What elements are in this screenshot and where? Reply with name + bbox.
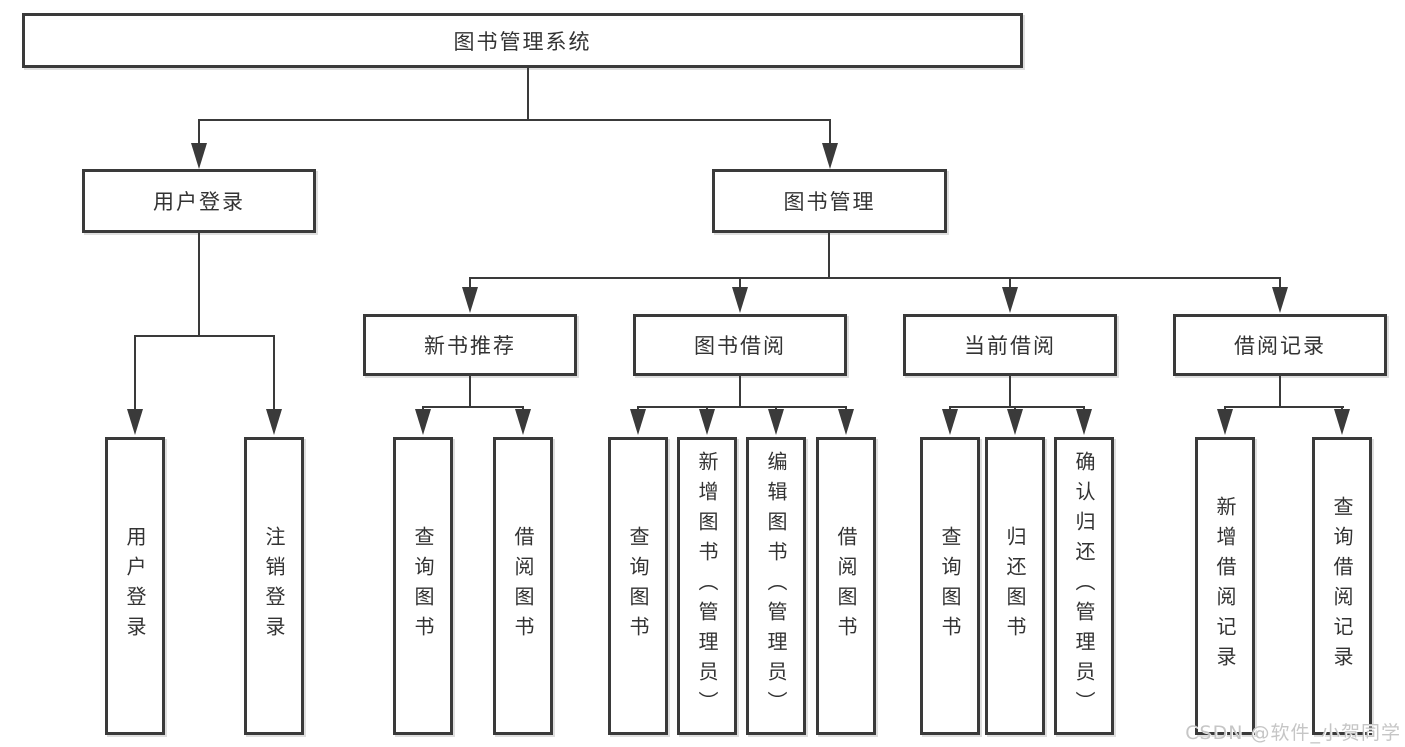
arrow-down-icon [515,409,531,435]
connector-line [527,68,529,121]
leaf-add-books-admin: 新增图书（管理员） [677,437,737,735]
leaf-add-borrow-record: 新增借阅记录 [1195,437,1255,735]
connector-line [134,335,136,411]
csdn-watermark: CSDN @软件_小贺同学 [1185,722,1401,744]
leaf-borrow-books-recommend: 借阅图书 [493,437,553,735]
leaf-logout: 注销登录 [244,437,304,735]
connector-line [1279,376,1281,408]
arrow-down-icon [1272,287,1288,313]
connector-line [828,233,830,279]
connector-line [739,376,741,408]
leaf-query-books-borrowing: 查询图书 [608,437,668,735]
arrow-down-icon [266,409,282,435]
node-library-system: 图书管理系统 [22,13,1023,68]
connector-line [1009,277,1011,291]
node-book-management: 图书管理 [712,169,947,233]
node-new-book-recommend: 新书推荐 [363,314,577,376]
arrow-down-icon [942,409,958,435]
leaf-query-borrow-record: 查询借阅记录 [1312,437,1372,735]
leaf-query-books-recommend: 查询图书 [393,437,453,735]
arrow-down-icon [768,409,784,435]
connector-line [198,119,200,145]
node-user-login: 用户登录 [82,169,316,233]
arrow-down-icon [415,409,431,435]
connector-line [949,406,1085,408]
connector-line [273,335,275,411]
arrow-down-icon [191,143,207,169]
arrow-down-icon [732,287,748,313]
arrow-down-icon [699,409,715,435]
arrow-down-icon [630,409,646,435]
leaf-confirm-return-admin: 确认归还（管理员） [1054,437,1114,735]
node-borrowing-records: 借阅记录 [1173,314,1387,376]
connector-line [198,233,200,337]
arrow-down-icon [1002,287,1018,313]
leaf-borrow-books: 借阅图书 [816,437,876,735]
connector-line [134,335,275,337]
connector-line [1009,376,1011,408]
arrow-down-icon [838,409,854,435]
connector-line [739,277,741,291]
arrow-down-icon [822,143,838,169]
arrow-down-icon [462,287,478,313]
connector-line [469,277,471,291]
arrow-down-icon [1334,409,1350,435]
connector-line [637,406,847,408]
arrow-down-icon [1076,409,1092,435]
connector-line [1224,406,1344,408]
leaf-edit-books-admin: 编辑图书（管理员） [746,437,806,735]
leaf-user-login: 用户登录 [105,437,165,735]
connector-line [198,119,831,121]
arrow-down-icon [1217,409,1233,435]
connector-line [469,277,1281,279]
arrow-down-icon [1007,409,1023,435]
connector-line [829,119,831,145]
node-current-borrowing: 当前借阅 [903,314,1117,376]
connector-line [1279,277,1281,291]
connector-line [469,376,471,408]
arrow-down-icon [127,409,143,435]
connector-line [422,406,524,408]
leaf-query-books-current: 查询图书 [920,437,980,735]
leaf-return-books: 归还图书 [985,437,1045,735]
node-book-borrowing: 图书借阅 [633,314,847,376]
